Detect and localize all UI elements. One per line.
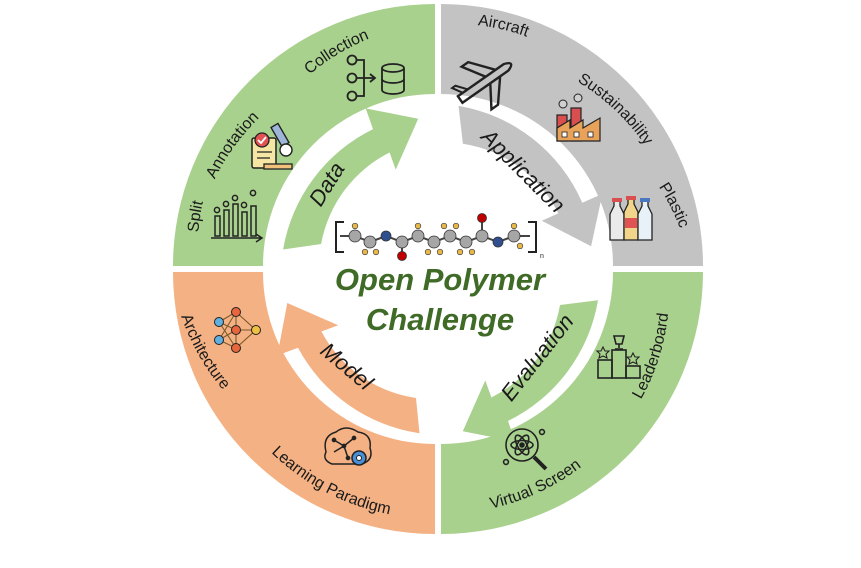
arrow-data	[283, 108, 419, 250]
title-line-2: Challenge	[366, 302, 514, 337]
leaderboard-podium-icon	[595, 335, 641, 379]
arrow-model	[277, 303, 420, 434]
ring-segment-evaluation	[441, 272, 703, 534]
label-split: Split	[185, 198, 207, 232]
split-bar-chart-icon	[211, 189, 264, 243]
ring-segment-model	[173, 272, 435, 534]
molecule-subscript: n	[540, 253, 544, 260]
arrow-evaluation	[462, 300, 598, 442]
ring-segment-data	[173, 4, 435, 266]
aircraft-icon	[450, 60, 513, 112]
virtual-screen-atom-icon	[502, 428, 548, 471]
title-line-1: Open Polymer	[335, 262, 547, 297]
arrow-application	[458, 105, 603, 247]
sustainability-factory-icon	[556, 93, 601, 142]
annotation-microscope-icon	[251, 122, 293, 170]
learning-paradigm-brain-icon	[324, 427, 372, 466]
architecture-network-icon	[214, 307, 261, 353]
plastic-bottles-icon	[609, 196, 653, 241]
collection-icon	[346, 54, 405, 102]
polymer-molecule-icon: n	[335, 213, 544, 261]
